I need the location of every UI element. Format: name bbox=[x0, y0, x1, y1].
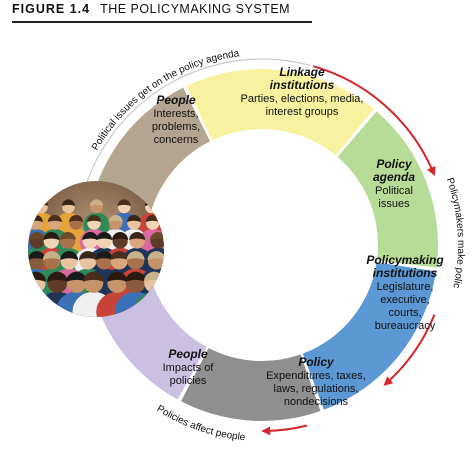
segment-body-line: interest groups bbox=[266, 106, 339, 118]
segment-body-line: Expenditures, taxes, bbox=[266, 370, 366, 382]
segment-body-line: Impacts of bbox=[163, 362, 215, 374]
figure-number: FIGURE 1.4 bbox=[12, 2, 91, 16]
segment-body-line: Parties, elections, media, bbox=[241, 93, 364, 105]
crowd-person-body bbox=[133, 291, 164, 317]
crowd-person-hair bbox=[89, 199, 104, 206]
crowd-person-hair bbox=[106, 271, 128, 282]
crowd-person-hair bbox=[28, 251, 46, 260]
crowd-photo bbox=[28, 181, 164, 317]
segment-title-line: agenda bbox=[373, 170, 415, 184]
segment-title-line: People bbox=[156, 93, 196, 107]
crowd-person-hair bbox=[47, 214, 62, 222]
title-rule bbox=[12, 21, 312, 23]
segment-agenda bbox=[337, 111, 438, 268]
crowd-person-hair bbox=[61, 199, 76, 206]
crowd-person-hair bbox=[34, 199, 49, 206]
segment-body-line: problems, bbox=[152, 121, 200, 133]
crowd-person-hair bbox=[95, 251, 114, 260]
segment-body-line: concerns bbox=[154, 134, 199, 146]
crowd-person-hair bbox=[29, 232, 46, 240]
arc-line-top bbox=[86, 58, 311, 182]
segment-body-line: Interests, bbox=[153, 108, 198, 120]
crowd-person-hair bbox=[129, 232, 146, 240]
segment-title-line: Linkage bbox=[279, 65, 325, 79]
segment-body-line: executive, bbox=[380, 294, 430, 306]
crowd-person-hair bbox=[86, 214, 102, 222]
segment-title-line: Policy bbox=[376, 157, 413, 171]
crowd-person-hair bbox=[28, 271, 47, 282]
crowd-person-hair bbox=[125, 271, 146, 282]
crowd-person-hair bbox=[83, 271, 104, 282]
crowd-person-hair bbox=[47, 271, 68, 282]
arrow-top bbox=[312, 65, 436, 177]
crowd-person-hair bbox=[82, 232, 99, 240]
crowd-person-hair bbox=[144, 199, 159, 206]
segment-body-line: issues bbox=[378, 198, 410, 210]
crowd-person-hair bbox=[28, 214, 43, 222]
figure-title: THE POLICYMAKING SYSTEM bbox=[100, 2, 291, 16]
crowd-person-hair bbox=[108, 214, 123, 222]
crowd-person-hair bbox=[147, 251, 164, 260]
crowd-person-hair bbox=[59, 232, 76, 240]
segment-body-line: nondecisions bbox=[284, 396, 349, 408]
arrow-right bbox=[383, 314, 436, 386]
segment-linkage bbox=[186, 68, 374, 156]
segment-title-line: institutions bbox=[270, 78, 335, 92]
crowd-person-hair bbox=[110, 251, 129, 260]
segment-title-line: institutions bbox=[373, 266, 438, 280]
crowd-illustration bbox=[28, 199, 164, 317]
figure-heading: FIGURE 1.4 THE POLICYMAKING SYSTEM bbox=[12, 2, 290, 22]
crowd-person-hair bbox=[96, 232, 113, 240]
crowd-person-hair bbox=[117, 199, 131, 206]
crowd-person-hair bbox=[145, 214, 160, 222]
crowd-person-hair bbox=[143, 271, 164, 282]
crowd-person-hair bbox=[66, 271, 87, 282]
crowd-person-hair bbox=[79, 251, 97, 260]
segment-policy bbox=[181, 347, 321, 421]
segment-body-line: laws, regulations, bbox=[274, 383, 359, 395]
crowd-person-hair bbox=[42, 251, 61, 260]
segment-title-line: Policymaking bbox=[366, 253, 444, 267]
segment-body-line: policies bbox=[170, 375, 207, 387]
segment-body-line: courts, bbox=[388, 307, 421, 319]
crowd-person-hair bbox=[43, 232, 60, 240]
crowd-person-hair bbox=[112, 232, 129, 240]
crowd-person-hair bbox=[126, 214, 142, 222]
segment-body-line: Political bbox=[375, 185, 413, 197]
segment-body-line: Legislature, bbox=[377, 281, 434, 293]
crowd-person-hair bbox=[60, 251, 79, 260]
crowd-person-hair bbox=[126, 251, 145, 260]
segment-policymaking bbox=[302, 262, 437, 410]
segment-title-line: People bbox=[168, 347, 208, 361]
crowd-person-hair bbox=[69, 214, 84, 222]
segment-title-line: Policy bbox=[298, 355, 335, 369]
crowd-person-hair bbox=[150, 232, 164, 240]
arrow-bottom bbox=[261, 424, 308, 436]
segment-body-line: bureaucracy bbox=[375, 320, 436, 332]
